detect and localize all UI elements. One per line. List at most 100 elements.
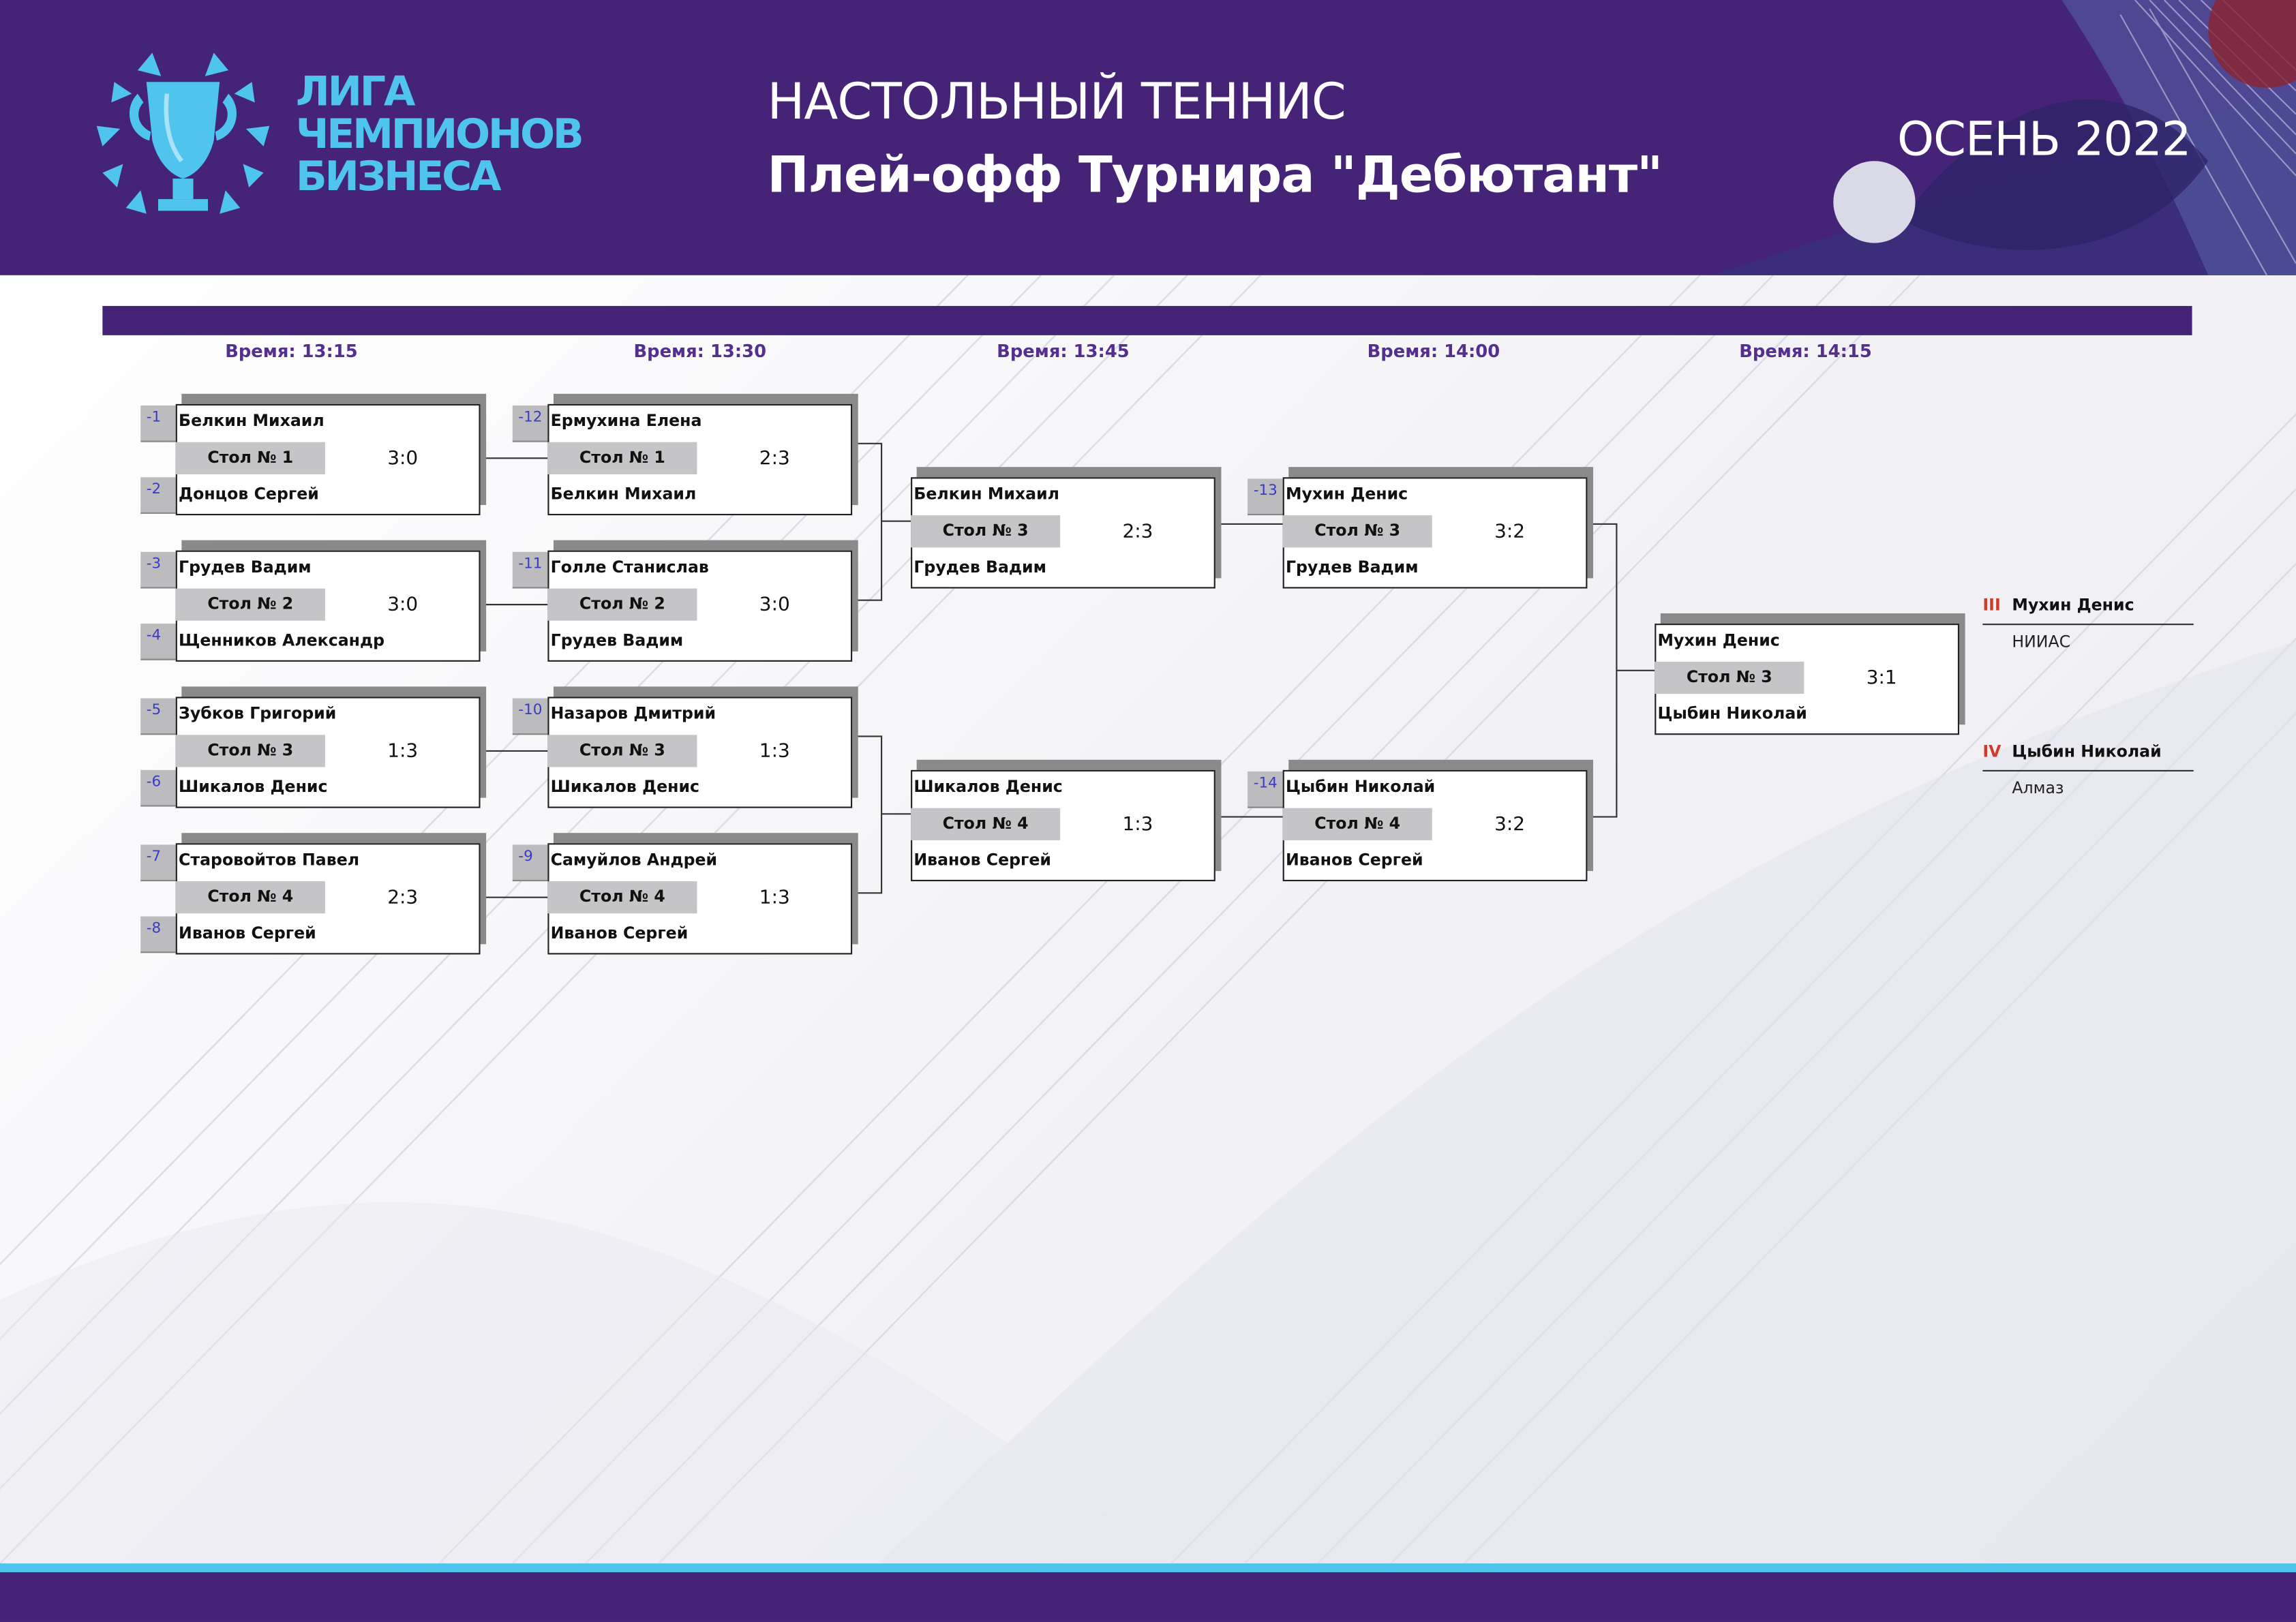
logo-text: ЛИГА ЧЕМПИОНОВ БИЗНЕСА: [295, 67, 584, 198]
player-2: Донцов Сергей: [179, 484, 319, 504]
player-2: Иванов Сергей: [550, 923, 689, 943]
season-label: ОСЕНЬ 2022: [1897, 111, 2191, 167]
seed-badge: -7: [140, 844, 177, 882]
player-2: Белкин Михаил: [550, 484, 697, 504]
player-1: Зубков Григорий: [179, 704, 337, 724]
match-r1-4[interactable]: Старовойтов Павел Стол № 4 2:3 Иванов Се…: [175, 833, 487, 955]
footer-accent-line: [0, 1563, 2296, 1572]
seed-badge: -4: [140, 624, 177, 660]
match-score: 2:3: [387, 887, 419, 909]
match-score: 3:2: [1494, 521, 1526, 543]
round-2-time: Время: 13:30: [633, 341, 767, 362]
logo-line-1: ЛИГА: [295, 67, 416, 116]
place-player: Цыбин Николай: [2012, 742, 2162, 761]
seed-badge: -13: [1248, 478, 1284, 516]
player-1: Грудев Вадим: [179, 557, 312, 577]
player-1: Ермухина Елена: [550, 411, 702, 431]
table-label: Стол № 3: [175, 735, 325, 767]
match-r2-2[interactable]: Голле Станислав Стол № 2 3:0 Грудев Вади…: [547, 540, 858, 662]
table-label: Стол № 3: [547, 735, 697, 767]
match-r3-2[interactable]: Шикалов Денис Стол № 4 1:3 Иванов Сергей: [911, 759, 1222, 882]
player-2: Грудев Вадим: [1285, 557, 1419, 577]
table-tennis-decoration: [1535, 0, 2296, 275]
seed-badge: -8: [140, 916, 177, 953]
seed-badge: -9: [512, 844, 549, 882]
player-2: Иванов Сергей: [913, 850, 1051, 870]
match-r2-1[interactable]: Ермухина Елена Стол № 1 2:3 Белкин Михаи…: [547, 393, 858, 516]
table-label: Стол № 3: [1282, 515, 1432, 548]
place-player: Мухин Денис: [2012, 596, 2134, 615]
player-2: Шикалов Денис: [550, 777, 700, 797]
place-club: Алмаз: [2012, 778, 2064, 798]
player-1: Шикалов Денис: [913, 777, 1063, 797]
table-label: Стол № 2: [547, 588, 697, 621]
seed-badge: -14: [1248, 771, 1284, 808]
player-2: Иванов Сергей: [179, 923, 316, 943]
seed-badge: -6: [140, 769, 177, 807]
logo-line-2: ЧЕМПИОНОВ: [295, 110, 584, 158]
player-2: Шикалов Денис: [179, 777, 328, 797]
match-r4-1[interactable]: Мухин Денис Стол № 3 3:2 Грудев Вадим: [1282, 467, 1594, 589]
table-label: Стол № 1: [547, 442, 697, 474]
match-score: 3:0: [759, 594, 790, 617]
player-2: Щенников Александр: [179, 630, 384, 650]
bracket-top-bar: [102, 305, 2192, 335]
player-1: Мухин Денис: [1657, 630, 1780, 650]
sport-title: НАСТОЛЬНЫЙ ТЕННИС: [767, 73, 1346, 132]
seed-badge: -10: [512, 698, 549, 735]
header-banner: ЛИГА ЧЕМПИОНОВ БИЗНЕСА НАСТОЛЬНЫЙ ТЕННИС…: [0, 0, 2296, 275]
player-1: Белкин Михаил: [179, 411, 324, 431]
match-score: 1:3: [759, 740, 790, 763]
place-3rd: III Мухин Денис: [1982, 588, 2194, 626]
match-r2-4[interactable]: Самуйлов Андрей Стол № 4 1:3 Иванов Серг…: [547, 833, 858, 955]
tournament-title: Плей-офф Турнира "Дебютант": [767, 146, 1663, 205]
match-score: 1:3: [1122, 814, 1153, 836]
player-1: Голле Станислав: [550, 557, 709, 577]
place-number: IV: [1982, 742, 2002, 761]
player-1: Мухин Денис: [1285, 484, 1408, 504]
place-club: НИИАС: [2012, 632, 2071, 652]
match-score: 3:2: [1494, 814, 1526, 836]
table-label: Стол № 4: [1282, 808, 1432, 840]
table-label: Стол № 2: [175, 588, 325, 621]
player-1: Старовойтов Павел: [179, 850, 360, 870]
round-5-time: Время: 14:15: [1739, 341, 1872, 362]
player-2: Грудев Вадим: [550, 630, 684, 650]
match-r2-3[interactable]: Назаров Дмитрий Стол № 3 1:3 Шикалов Ден…: [547, 686, 858, 808]
match-score: 1:3: [759, 887, 790, 909]
player-1: Самуйлов Андрей: [550, 850, 718, 870]
match-score: 2:3: [1122, 521, 1153, 543]
player-1: Белкин Михаил: [913, 484, 1059, 504]
match-final[interactable]: Мухин Денис Стол № 3 3:1 Цыбин Николай: [1655, 613, 1965, 735]
player-1: Назаров Дмитрий: [550, 704, 716, 724]
match-score: 3:1: [1866, 667, 1897, 690]
seed-badge: -12: [512, 405, 549, 442]
table-label: Стол № 4: [911, 808, 1061, 840]
round-3-time: Время: 13:45: [997, 341, 1130, 362]
footer-bar: [0, 1572, 2296, 1622]
match-r1-2[interactable]: Грудев Вадим Стол № 2 3:0 Щенников Алекс…: [175, 540, 487, 662]
match-score: 3:0: [387, 448, 419, 470]
table-label: Стол № 3: [1655, 661, 1804, 694]
table-label: Стол № 1: [175, 442, 325, 474]
player-1: Цыбин Николай: [1285, 777, 1436, 797]
match-r1-3[interactable]: Зубков Григорий Стол № 3 1:3 Шикалов Ден…: [175, 686, 487, 808]
seed-badge: -5: [140, 698, 177, 735]
place-number: III: [1982, 596, 2001, 615]
match-r3-1[interactable]: Белкин Михаил Стол № 3 2:3 Грудев Вадим: [911, 467, 1222, 589]
seed-badge: -2: [140, 477, 177, 514]
match-r4-2[interactable]: Цыбин Николай Стол № 4 3:2 Иванов Сергей: [1282, 759, 1594, 882]
round-4-time: Время: 14:00: [1367, 341, 1500, 362]
round-1-time: Время: 13:15: [225, 341, 358, 362]
seed-badge: -11: [512, 551, 549, 589]
place-4th: IV Цыбин Николай: [1982, 735, 2194, 771]
match-score: 3:0: [387, 594, 419, 617]
seed-badge: -3: [140, 551, 177, 589]
seed-badge: -1: [140, 405, 177, 442]
match-r1-1[interactable]: Белкин Михаил Стол № 1 3:0 Донцов Сергей: [175, 393, 487, 516]
table-label: Стол № 4: [547, 881, 697, 914]
player-2: Грудев Вадим: [913, 557, 1046, 577]
match-score: 2:3: [759, 448, 790, 470]
cup-logo-icon: [96, 52, 270, 214]
